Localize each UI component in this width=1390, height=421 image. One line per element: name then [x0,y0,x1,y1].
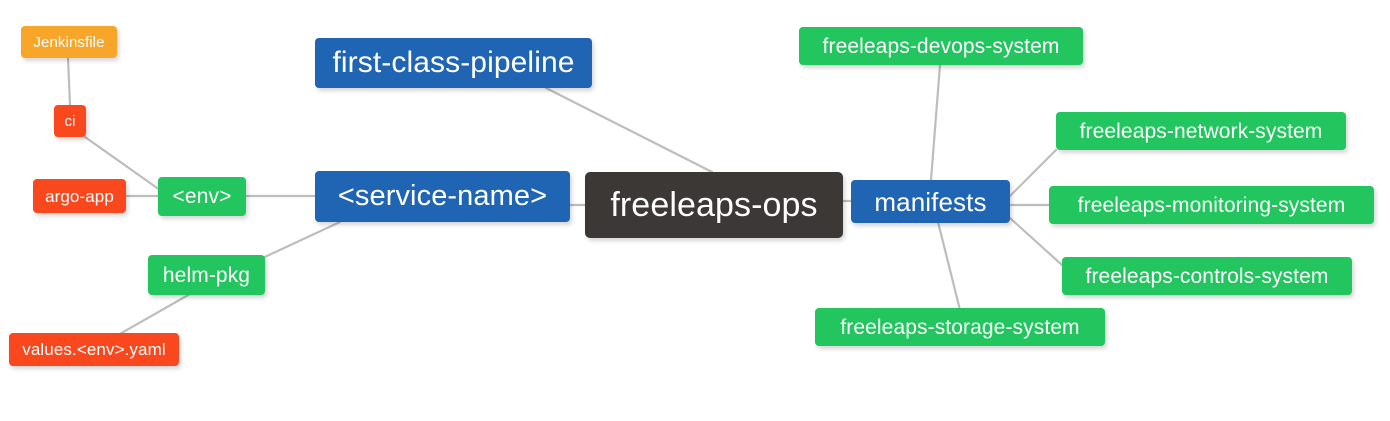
node-jenkinsfile[interactable]: Jenkinsfile [21,26,117,58]
node-root-freeleaps-ops[interactable]: freeleaps-ops [585,172,843,238]
edge-valuesyaml-helmpkg [116,292,192,337]
node-values-yaml[interactable]: values.<env>.yaml [9,333,179,366]
node-values-yaml-label: values.<env>.yaml [22,340,166,359]
node-first-class-pipeline-label: first-class-pipeline [332,46,575,79]
node-freeleaps-monitoring-system[interactable]: freeleaps-monitoring-system [1049,186,1374,224]
node-first-class-pipeline[interactable]: first-class-pipeline [315,38,592,88]
node-freeleaps-monitoring-system-label: freeleaps-monitoring-system [1077,193,1346,217]
node-service-name-label: <service-name> [337,180,548,212]
node-freeleaps-network-system-label: freeleaps-network-system [1079,119,1323,143]
node-freeleaps-devops-system-label: freeleaps-devops-system [822,34,1060,58]
node-root-label: freeleaps-ops [610,186,818,224]
node-env[interactable]: <env> [158,177,246,216]
node-manifests[interactable]: manifests [851,180,1010,223]
edge-manifests-controls [1008,216,1064,267]
node-manifests-label: manifests [874,186,987,217]
node-helm-pkg[interactable]: helm-pkg [148,255,265,295]
node-ci[interactable]: ci [54,105,86,137]
edge-jenkinsfile-ci [66,56,72,107]
node-service-name[interactable]: <service-name> [315,171,570,222]
node-freeleaps-controls-system[interactable]: freeleaps-controls-system [1062,257,1352,295]
edge-manifests-storage [936,220,962,312]
node-env-label: <env> [172,185,232,208]
node-helm-pkg-label: helm-pkg [162,263,251,287]
edge-firstclasspipeline-root [544,86,714,174]
node-jenkinsfile-label: Jenkinsfile [33,33,105,51]
node-freeleaps-storage-system-label: freeleaps-storage-system [840,315,1080,339]
node-argo-app[interactable]: argo-app [33,179,126,213]
node-freeleaps-network-system[interactable]: freeleaps-network-system [1056,112,1346,150]
edge-manifests-devops [929,63,942,182]
edge-helmpkg-servicename [252,220,342,264]
node-argo-app-label: argo-app [45,186,114,206]
node-freeleaps-controls-system-label: freeleaps-controls-system [1085,264,1329,288]
node-freeleaps-storage-system[interactable]: freeleaps-storage-system [815,308,1105,346]
node-ci-label: ci [64,112,76,130]
node-freeleaps-devops-system[interactable]: freeleaps-devops-system [799,27,1083,65]
